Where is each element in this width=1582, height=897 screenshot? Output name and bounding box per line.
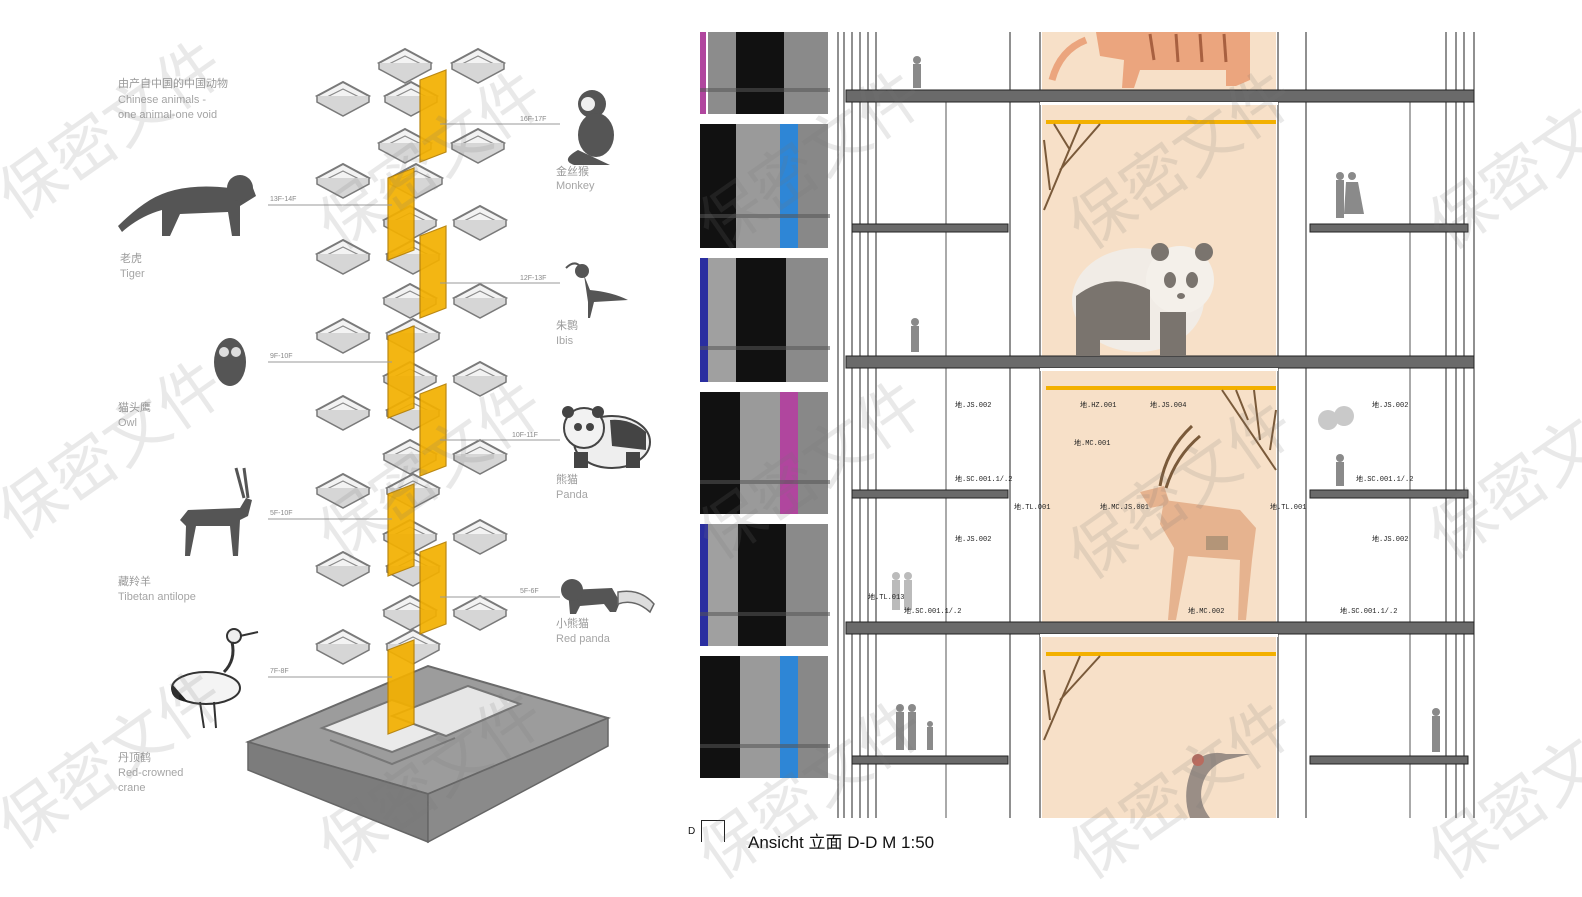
- antelope-floors: 5F-10F: [270, 510, 293, 517]
- tag-5: 地.MC.001: [1074, 440, 1111, 448]
- atrium-void: [1042, 32, 1276, 818]
- panda-icon: [1072, 243, 1214, 356]
- monkey-icon: [567, 90, 614, 165]
- tag-14: 地.MC.002: [1188, 608, 1225, 616]
- antelope-icon: [180, 467, 252, 556]
- tag-3: 地.JS.004: [1150, 402, 1187, 410]
- left-title-en-1: Chinese animals -: [118, 94, 207, 106]
- yellow-accents: [1046, 120, 1276, 656]
- tag-6: 地.MC.JS.001: [1100, 504, 1150, 512]
- tag-10: 地.SC.001.1/.2: [1356, 476, 1414, 484]
- panda-label-cn: 熊猫: [556, 474, 578, 486]
- crane-floors: 7F-8F: [270, 668, 289, 675]
- tree-branches: [1043, 123, 1277, 741]
- crane-icon: [171, 628, 259, 729]
- tiger-icon: [118, 175, 256, 236]
- panda-floors: 10F-11F: [512, 432, 538, 439]
- ibis-label-en: Ibis: [556, 335, 574, 347]
- tag-1: 地.JS.002: [955, 402, 992, 410]
- owl-icon: [214, 338, 246, 386]
- ibis-icon: [565, 262, 628, 318]
- tag-11: 地.JS.002: [955, 536, 992, 544]
- antelope-label-cn: 藏羚羊: [118, 576, 151, 588]
- section-mark: D: [688, 826, 696, 837]
- antelope-icon: [1140, 424, 1256, 620]
- ibis-label-cn: 朱鹮: [556, 320, 578, 332]
- tag-9: 地.TL.001: [1270, 504, 1307, 512]
- left-title-en-2: one animal-one void: [118, 109, 218, 121]
- tag-7: 地.SC.001.1/.2: [955, 476, 1013, 484]
- elevation-caption: Ansicht 立面 D-D M 1:50: [748, 833, 935, 852]
- red-panda-label-cn: 小熊猫: [556, 618, 589, 630]
- tiger-floors: 13F-14F: [270, 196, 297, 203]
- tiger-icon: [1048, 32, 1250, 88]
- section-mark-box: [701, 820, 725, 842]
- facade-strip: [700, 32, 830, 818]
- tag-2: 地.HZ.001: [1080, 402, 1117, 410]
- ibis-floors: 12F-13F: [520, 275, 547, 282]
- owl-label-en: Owl: [118, 417, 137, 429]
- tag-15: 地.SC.001.1/.2: [1340, 608, 1398, 616]
- monkey-label-en: Monkey: [556, 180, 595, 192]
- red-panda-label-en: Red panda: [556, 633, 610, 645]
- monkey-floors: 16F-17F: [520, 116, 547, 123]
- leader-lines: [268, 123, 560, 678]
- tag-16: 地.TL.013: [868, 594, 905, 602]
- panda-icon: [562, 406, 651, 469]
- tag-13: 地.SC.001.1/.2: [904, 608, 962, 616]
- panda-label-en: Panda: [556, 489, 588, 501]
- tiger-label-cn: 老虎: [120, 253, 142, 265]
- monkey-label-cn: 金丝猴: [556, 166, 589, 178]
- antelope-label-en: Tibetan antilope: [118, 591, 196, 603]
- crane-label-en-1: Red-crowned: [118, 767, 184, 779]
- tiger-label-en: Tiger: [120, 268, 145, 280]
- tag-12: 地.JS.002: [1372, 536, 1409, 544]
- red-panda-floors: 5F-6F: [520, 588, 539, 595]
- crane-label-en-2: crane: [118, 782, 146, 794]
- crane-label-cn: 丹顶鹤: [118, 752, 151, 764]
- crane-icon: [1186, 752, 1250, 818]
- owl-floors: 9F-10F: [270, 353, 293, 360]
- people-figures: [892, 56, 1440, 752]
- structure-verticals: [837, 32, 1475, 818]
- floor-slabs: [845, 89, 1475, 637]
- tag-8: 地.TL.001: [1014, 504, 1051, 512]
- red-panda-icon: [561, 579, 655, 614]
- mezzanine-slabs: [851, 223, 1469, 765]
- tag-4: 地.JS.002: [1372, 402, 1409, 410]
- yellow-cores: [387, 69, 447, 735]
- owl-label-cn: 猫头鹰: [118, 402, 151, 414]
- left-title-cn: 由产自中国的中国动物: [118, 78, 228, 90]
